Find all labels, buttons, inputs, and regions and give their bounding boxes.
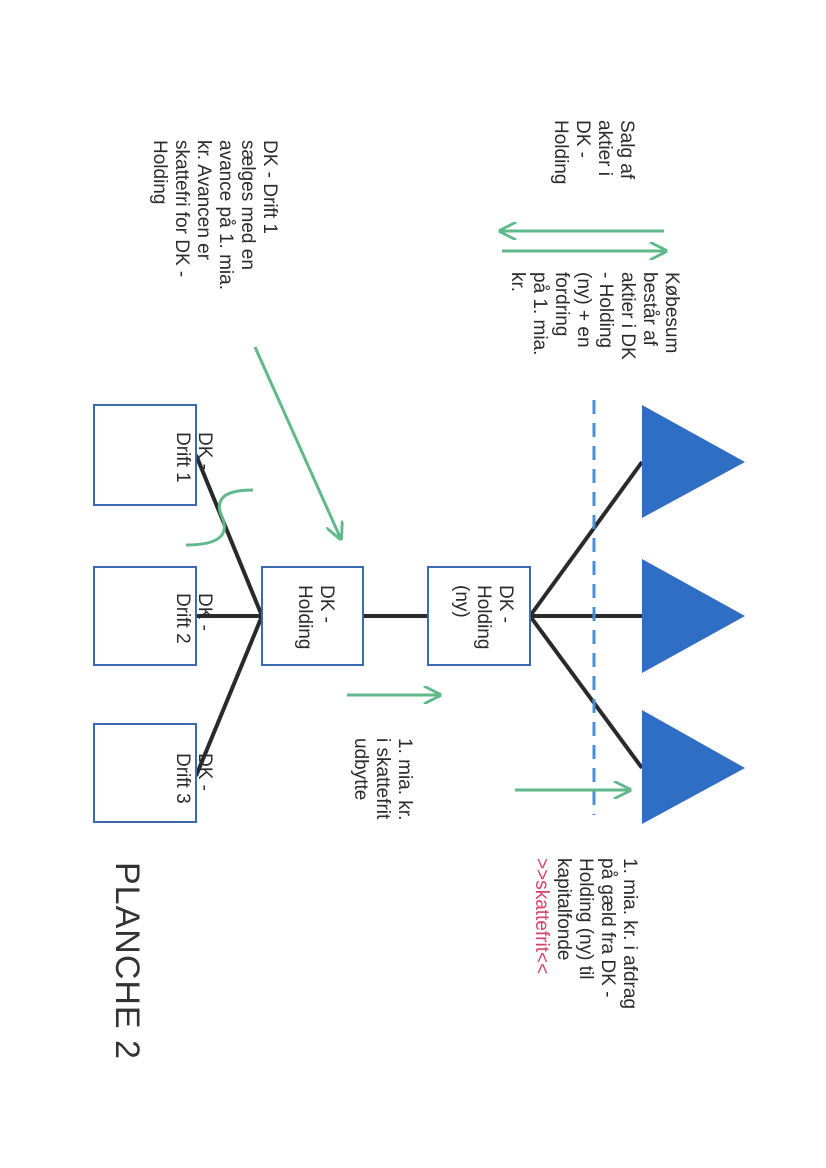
note-salg: Salg af aktier i DK - Holding: [550, 120, 637, 185]
page-title: PLANCHE 2: [108, 862, 146, 1060]
note-afdrag-text: 1. mia. kr. i afdrag på gæld fra DK - Ho…: [553, 858, 640, 1010]
line-drift1-holding: [194, 454, 264, 617]
cut-arc: [185, 488, 254, 547]
triangle-2: [642, 559, 745, 673]
box-label-drift1: DK - Drift 1: [172, 432, 215, 483]
box-label-holding-ny: DK - Holding (ny): [451, 585, 516, 650]
triangle-3: [642, 710, 745, 824]
box-drift3: [93, 723, 197, 823]
line-holdingny-triangle3: [528, 614, 644, 770]
arrow-drift1-sale: [253, 346, 340, 537]
flow-arrows: [185, 231, 664, 790]
connector-lines: [194, 454, 644, 777]
box-label-drift3: DK - Drift 3: [172, 753, 215, 804]
note-afdrag: 1. mia. kr. i afdrag på gæld fra DK - Ho…: [530, 858, 640, 1009]
box-holding-ny: [427, 566, 531, 666]
entity-boxes: [93, 404, 531, 823]
note-udbytte: 1. mia. kr. i skattefrit udbytte: [350, 738, 415, 821]
note-kobesum: Købesum består af aktier i DK - Holding …: [507, 272, 682, 360]
box-label-holding: DK - Holding: [294, 585, 337, 650]
line-holdingny-triangle1: [528, 460, 644, 618]
box-label-drift2: DK - Drift 2: [172, 593, 215, 644]
note-drift1-sale: DK - Drift 1 sælges med en avance på 1. …: [149, 140, 280, 290]
line-drift3-holding: [194, 615, 264, 777]
box-drift2: [93, 566, 197, 666]
fund-triangles: [642, 405, 745, 824]
box-holding: [261, 566, 364, 666]
triangle-1: [642, 405, 745, 518]
note-skattefrit: >>skattefrit<<: [531, 858, 552, 975]
box-drift1: [93, 404, 197, 506]
